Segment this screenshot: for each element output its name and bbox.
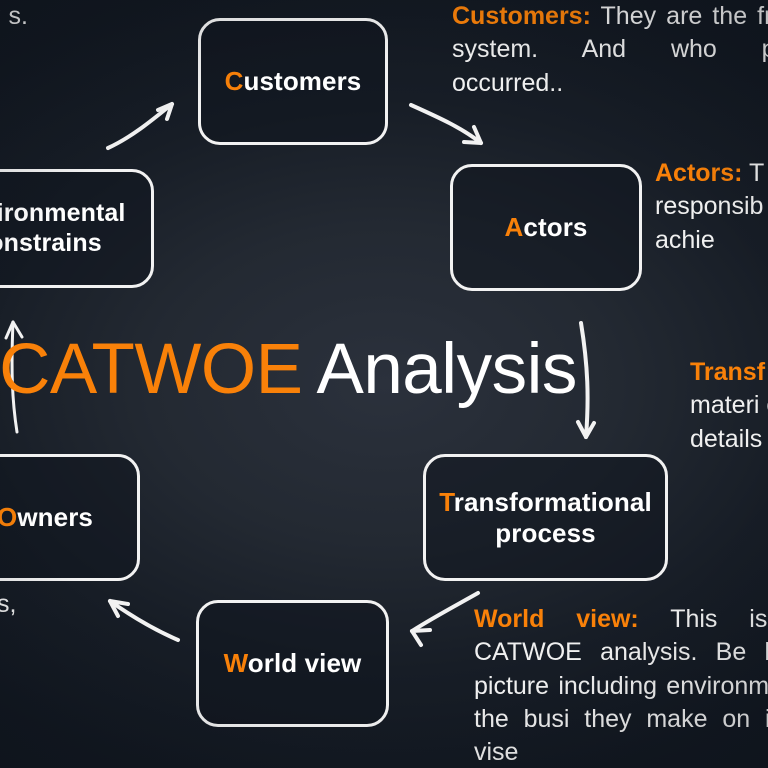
node-environment-label: Environmental constrains: [0, 199, 126, 257]
description-environmental-constrains: ains:ns g s.: [0, 0, 136, 33]
node-worldview-label: World view: [223, 648, 362, 679]
description-world-view: World view: This is the CATWOE analysis.…: [474, 603, 768, 768]
node-world-view[interactable]: World view: [196, 600, 389, 727]
node-customers[interactable]: Customers: [198, 18, 388, 145]
description-owners: fers rs,: [0, 588, 140, 621]
title-rest: Analysis: [316, 329, 577, 409]
description-customers-lead: Customers:: [452, 2, 591, 30]
node-actors[interactable]: Actors: [450, 164, 642, 291]
node-owners[interactable]: Owners: [0, 454, 140, 581]
description-owners-body: fers rs,: [0, 590, 17, 618]
node-actors-label: Actors: [504, 212, 588, 243]
description-transformational-process: Transf proces of tran materi effort) and…: [690, 356, 768, 456]
arrow-transform-to-worldview: [410, 591, 480, 647]
description-environment-body: ns g s.: [0, 2, 29, 30]
node-owners-label: Owners: [0, 502, 93, 533]
description-transform-lead: Transf proces: [690, 358, 768, 386]
description-actors: Actors: T employee responsib work, imp a…: [655, 157, 768, 257]
description-actors-lead: Actors:: [655, 159, 743, 187]
node-environmental-constrains[interactable]: Environmental constrains: [0, 169, 154, 288]
node-transformational-process[interactable]: Transformational process: [423, 454, 668, 581]
description-worldview-lead: World view:: [474, 605, 639, 633]
arrow-customers-to-actors: [409, 103, 483, 145]
title-accent: CATWOE: [0, 329, 303, 409]
node-customers-label: Customers: [224, 66, 362, 97]
arrow-environment-to-customers: [106, 102, 174, 150]
node-transform-label: Transformational process: [439, 486, 652, 548]
description-customers: Customers: They are the from the system.…: [452, 0, 768, 100]
